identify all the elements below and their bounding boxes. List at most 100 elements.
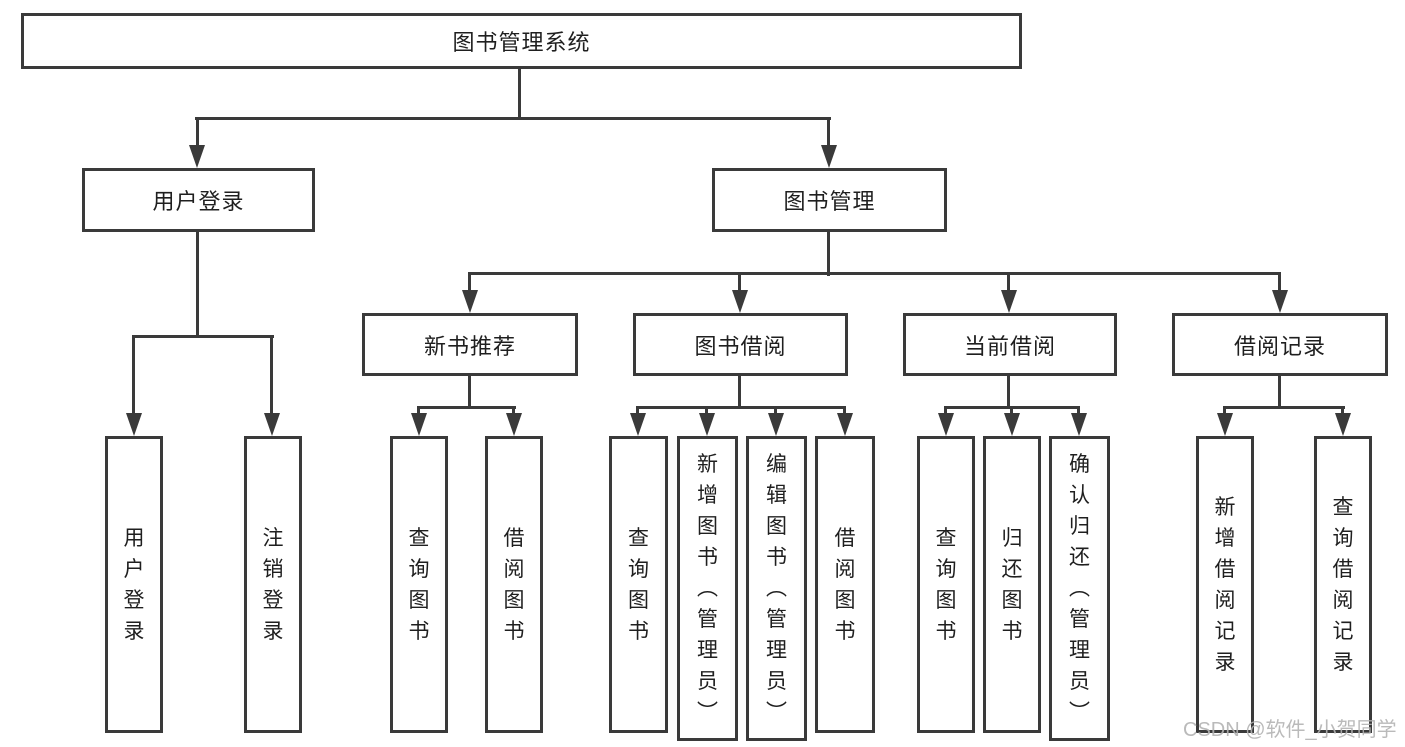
vertical-char: 借	[503, 526, 525, 550]
connector-borrowing-branch	[636, 406, 846, 409]
connector-borrowing-stub	[738, 376, 741, 409]
connector-arrow-line	[468, 273, 471, 292]
connector-recommend-branch	[417, 406, 516, 409]
leaf-query-books-recommend: 查询图书	[390, 436, 448, 733]
connector-arrow-line	[1278, 273, 1281, 292]
connector-current-stub	[1007, 376, 1010, 409]
connector-arrow-line	[196, 118, 199, 148]
vertical-char: 记	[1332, 619, 1354, 643]
connector-arrow-line	[1223, 407, 1226, 416]
connector-arrow-line	[944, 407, 947, 416]
arrowhead-leaf-confirm-return-admin	[1071, 413, 1087, 436]
node-borrowing-records: 借阅记录	[1172, 313, 1388, 376]
vertical-char: 理	[1069, 639, 1090, 662]
vertical-char: 阅	[1214, 588, 1236, 612]
vertical-char: 查	[935, 526, 957, 550]
arrowhead-user-login	[189, 145, 205, 168]
arrowhead-leaf-borrow-books-recommend	[506, 413, 522, 436]
vertical-char: 编	[766, 453, 787, 476]
vertical-char: 书	[766, 546, 787, 569]
leaf-query-borrow-record: 查询借阅记录	[1314, 436, 1372, 733]
arrowhead-book-management	[821, 145, 837, 168]
vertical-char: 管	[697, 608, 718, 631]
arrowhead-leaf-return-books	[1004, 413, 1020, 436]
vertical-char: ︵	[1069, 577, 1090, 600]
vertical-char: 管	[766, 608, 787, 631]
vertical-char: 书	[503, 619, 525, 643]
arrowhead-borrowing-records	[1272, 290, 1288, 313]
vertical-char: 图	[628, 588, 649, 612]
arrowhead-leaf-logout	[264, 413, 280, 436]
leaf-edit-books-admin: 编辑图书︵管理员︶	[746, 436, 807, 741]
vertical-char: 录	[1332, 650, 1354, 674]
connector-root-stub	[518, 69, 521, 120]
leaf-borrow-books-recommend: 借阅图书	[485, 436, 543, 733]
arrowhead-leaf-query-borrow-record	[1335, 413, 1351, 436]
vertical-char: 销	[262, 557, 284, 581]
vertical-char: 图	[766, 515, 787, 538]
vertical-char: 书	[628, 619, 649, 643]
vertical-char: 辑	[766, 484, 787, 507]
vertical-char: 录	[262, 619, 284, 643]
node-book-management: 图书管理	[712, 168, 947, 232]
connector-arrow-line	[512, 407, 515, 416]
vertical-char: 确	[1069, 453, 1090, 476]
vertical-char: 员	[1069, 670, 1090, 693]
vertical-char: 询	[1332, 526, 1354, 550]
vertical-char: 书	[1001, 619, 1023, 643]
vertical-char: 询	[935, 557, 957, 581]
vertical-char: 员	[697, 670, 718, 693]
vertical-char: 阅	[834, 557, 856, 581]
connector-arrow-line	[636, 407, 639, 416]
leaf-add-books-admin: 新增图书︵管理员︶	[677, 436, 738, 741]
vertical-char: 借	[1214, 557, 1236, 581]
arrowhead-new-book-recommendation	[462, 290, 478, 313]
arrowhead-current-borrowing	[1001, 290, 1017, 313]
vertical-char: 书	[834, 619, 856, 643]
vertical-char: 新	[1214, 495, 1236, 519]
connector-arrow-line	[417, 407, 420, 416]
leaf-logout: 注销登录	[244, 436, 302, 733]
vertical-char: 询	[628, 557, 649, 581]
arrowhead-leaf-query-books-current	[938, 413, 954, 436]
connector-arrow-line	[1341, 407, 1344, 416]
vertical-char: 图	[1001, 588, 1023, 612]
vertical-char: ︵	[697, 577, 718, 600]
vertical-char: 借	[1332, 557, 1354, 581]
vertical-char: 归	[1069, 515, 1090, 538]
node-current-borrowing: 当前借阅	[903, 313, 1117, 376]
arrowhead-leaf-query-books-recommend	[411, 413, 427, 436]
watermark: CSDN @软件_小贺同学	[1183, 719, 1397, 741]
vertical-char: 查	[408, 526, 430, 550]
connector-arrow-line	[132, 336, 135, 416]
node-new-book-recommendation: 新书推荐	[362, 313, 578, 376]
connector-arrow-line	[1010, 407, 1013, 416]
connector-recommend-stub	[468, 376, 471, 409]
leaf-user-login: 用户登录	[105, 436, 163, 733]
connector-records-stub	[1278, 376, 1281, 409]
leaf-add-borrow-record: 新增借阅记录	[1196, 436, 1254, 733]
leaf-confirm-return-admin: 确认归还︵管理员︶	[1049, 436, 1110, 741]
connector-user-login-branch	[132, 335, 274, 338]
connector-arrow-line	[738, 273, 741, 292]
node-library-management-system: 图书管理系统	[21, 13, 1022, 69]
arrowhead-leaf-user-login	[126, 413, 142, 436]
vertical-char: 还	[1069, 546, 1090, 569]
vertical-char: 查	[1332, 495, 1354, 519]
connector-arrow-line	[774, 407, 777, 416]
leaf-query-books-borrowing: 查询图书	[609, 436, 668, 733]
leaf-query-books-current: 查询图书	[917, 436, 975, 733]
vertical-char: 增	[1214, 526, 1236, 550]
vertical-char: 增	[697, 484, 718, 507]
vertical-char: 新	[697, 453, 718, 476]
vertical-char: 图	[834, 588, 856, 612]
connector-arrow-line	[1007, 273, 1010, 292]
connector-arrow-line	[1077, 407, 1080, 416]
vertical-char: 登	[262, 588, 284, 612]
vertical-char: ︵	[766, 577, 787, 600]
node-user-login: 用户登录	[82, 168, 315, 232]
arrowhead-leaf-add-borrow-record	[1217, 413, 1233, 436]
vertical-char: 管	[1069, 608, 1090, 631]
vertical-char: 归	[1001, 526, 1023, 550]
vertical-char: 图	[935, 588, 957, 612]
